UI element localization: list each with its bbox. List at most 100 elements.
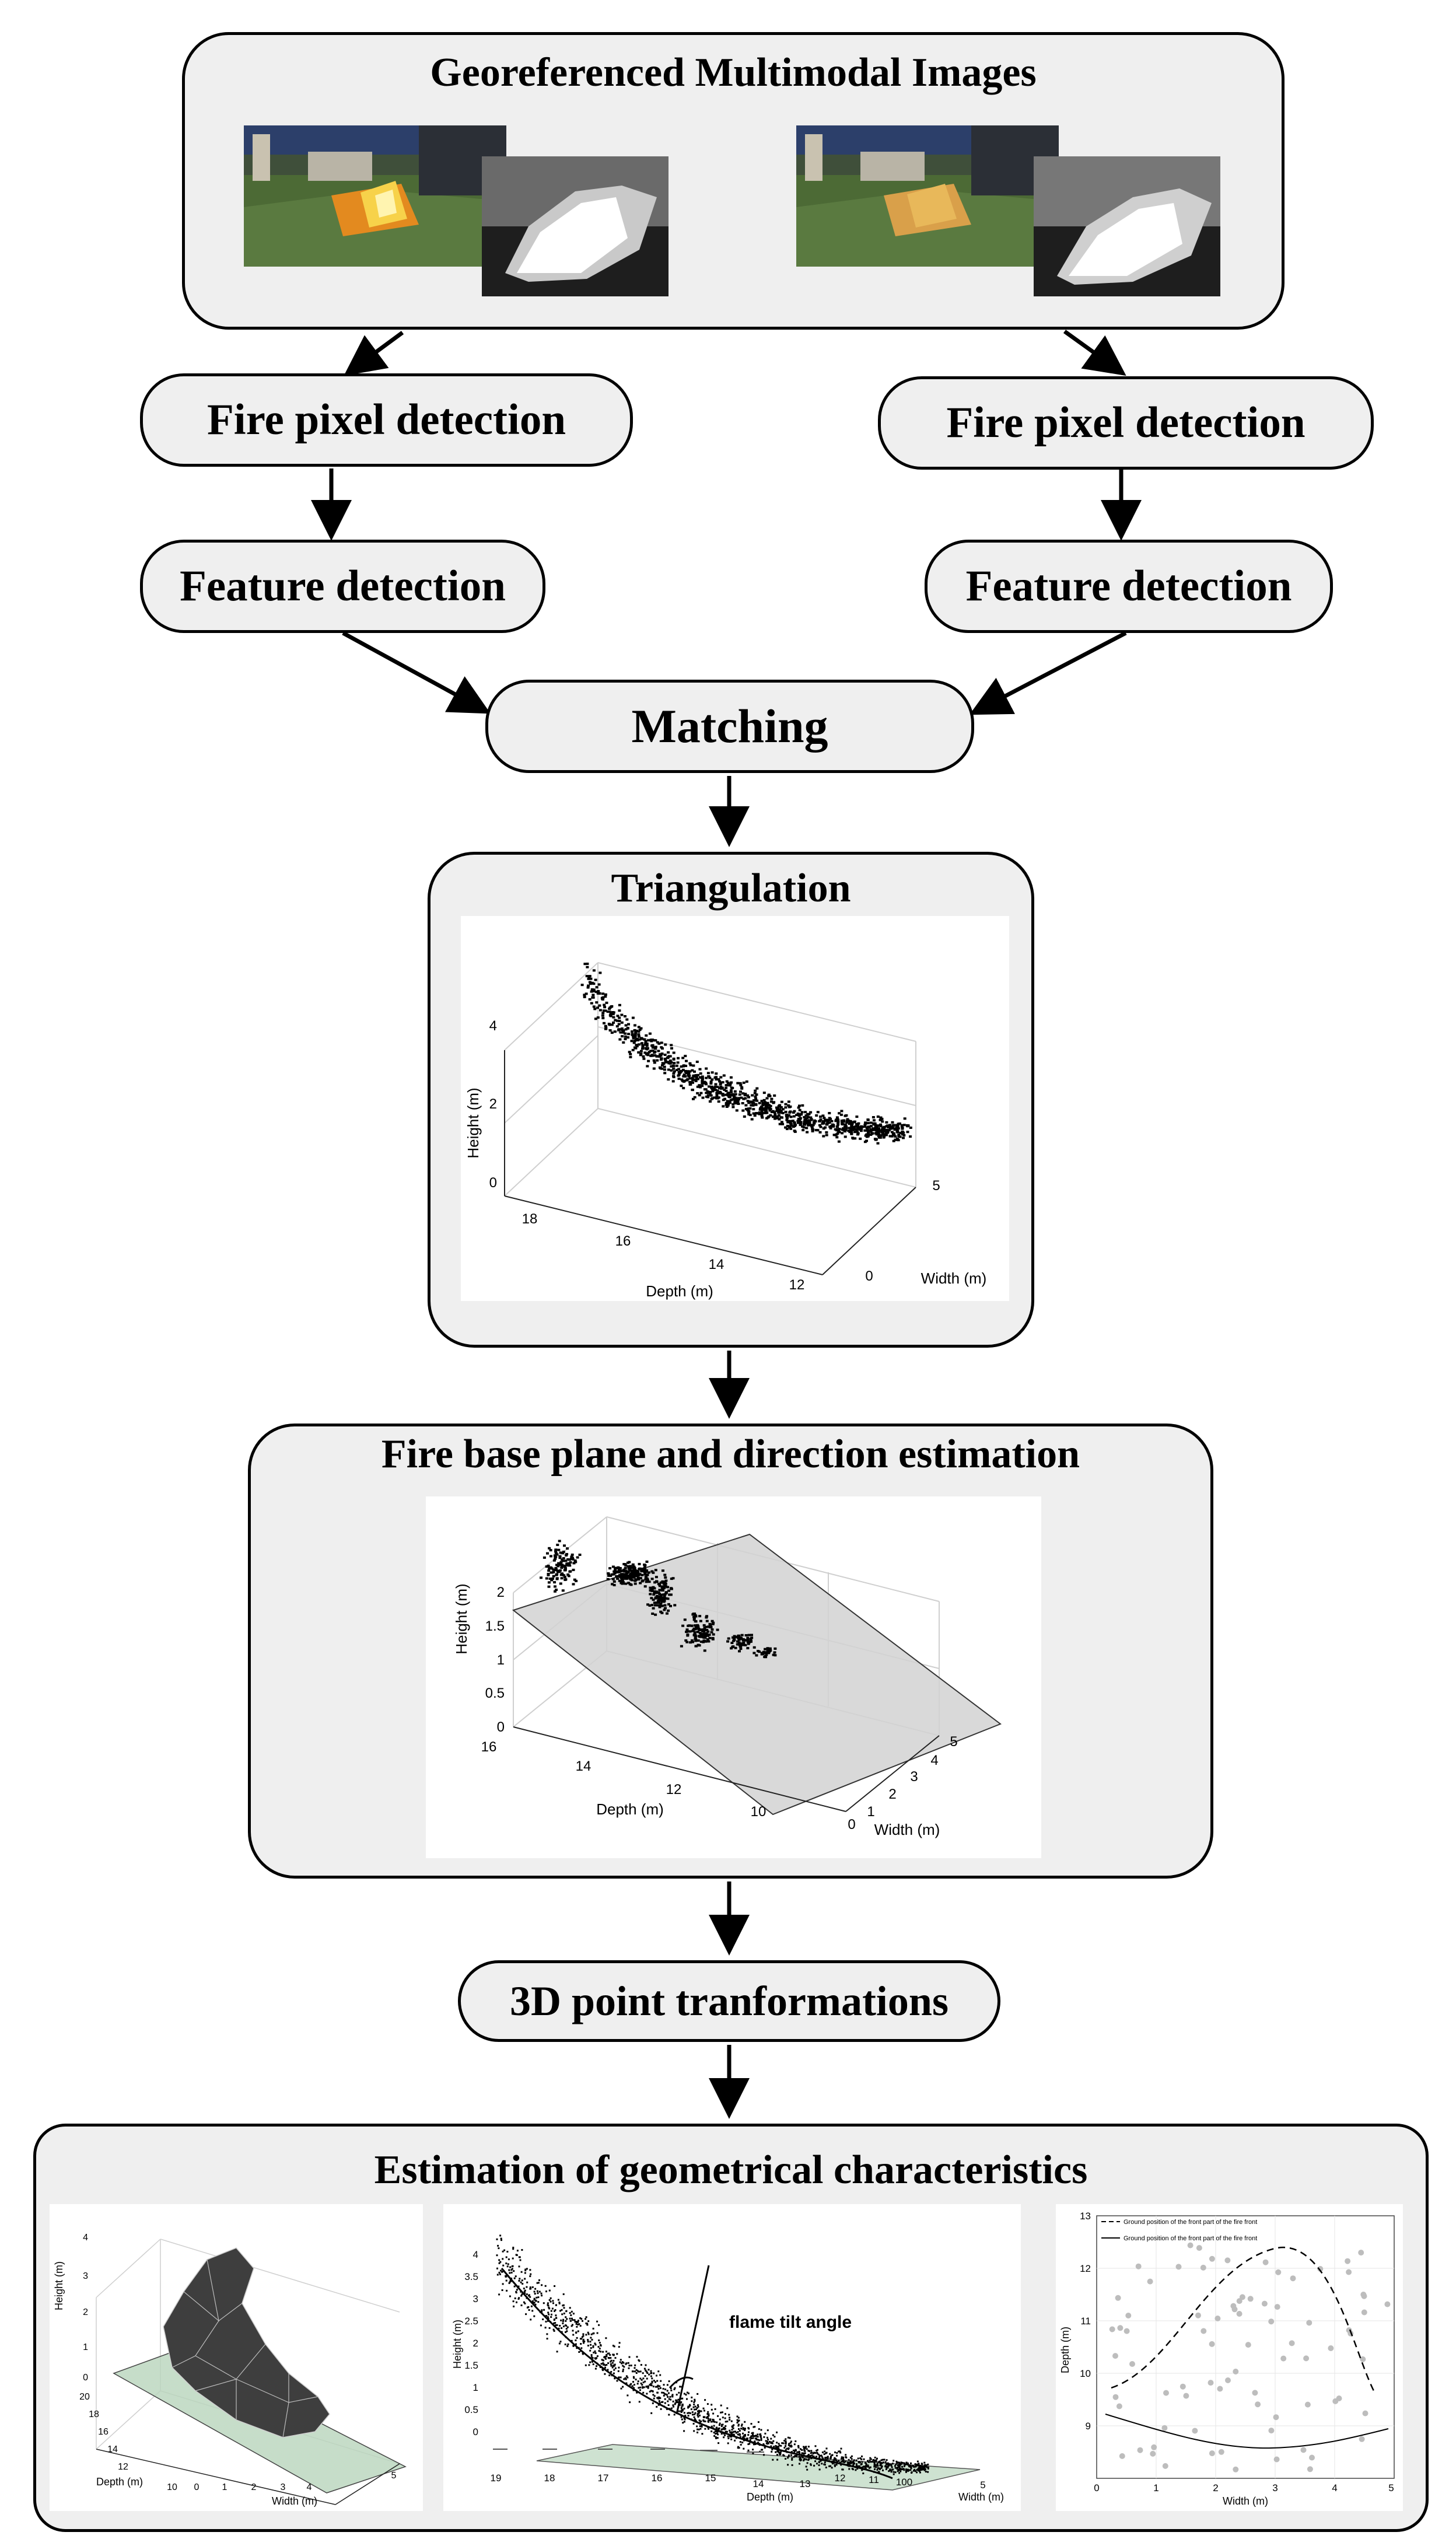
triangulation-point (747, 1113, 751, 1115)
tilt-point (698, 2428, 700, 2430)
tilt-point (749, 2437, 751, 2439)
triangulation-point (720, 1087, 723, 1090)
tilt-point (660, 2380, 662, 2382)
fire-base-point (711, 1638, 715, 1641)
triangulation-point (705, 1067, 708, 1070)
triangulation-point (902, 1134, 906, 1136)
triangulation-point (743, 1115, 746, 1118)
tilt-point (505, 2275, 507, 2277)
front-point (1309, 2454, 1315, 2461)
tilt-point (613, 2365, 615, 2367)
tilt-point (726, 2430, 728, 2433)
triangulation-point (897, 1139, 900, 1142)
tilt-point (635, 2379, 637, 2381)
fire-base-point (562, 1557, 565, 1559)
triangulation-point (645, 1043, 649, 1045)
tilt-point (613, 2345, 615, 2348)
triangulation-point (825, 1134, 828, 1136)
tilt-point (825, 2457, 828, 2458)
tilt-point (546, 2333, 548, 2335)
triangulation-point (890, 1131, 894, 1134)
tilt-point (673, 2405, 674, 2408)
tilt-point (611, 2366, 614, 2369)
tilt-point (508, 2258, 510, 2261)
triangulation-point (807, 1113, 811, 1115)
fire-base-point (712, 1621, 715, 1624)
fire-base-point (568, 1562, 571, 1565)
fire-base-point (705, 1625, 708, 1628)
tilt-point (636, 2383, 639, 2385)
triangulation-point (733, 1100, 737, 1103)
tilt-point (614, 2377, 616, 2380)
tilt-point (547, 2317, 550, 2320)
tilt-point (684, 2415, 687, 2416)
triangulation-point (728, 1101, 732, 1104)
triangulation-point (789, 1105, 792, 1108)
tilt-point (638, 2387, 640, 2389)
triangulation-point (587, 977, 590, 980)
triangulation-point (615, 1025, 619, 1028)
triangulation-point (836, 1132, 839, 1135)
tilt-point (700, 2425, 702, 2427)
fire-base-point (559, 1563, 562, 1566)
triangulation-point (684, 1075, 687, 1078)
tilt-point (680, 2408, 682, 2410)
triangulation-point (668, 1059, 672, 1062)
tilt-point (639, 2377, 642, 2380)
tilt-point (898, 2463, 901, 2465)
triangulation-point (706, 1072, 710, 1075)
tilt-point (691, 2411, 694, 2414)
triangulation-point (819, 1115, 822, 1118)
tilt-point (548, 2299, 551, 2301)
tilt-xtick: 16 (652, 2472, 663, 2484)
triangulation-point (766, 1101, 769, 1104)
tilt-point (858, 2465, 860, 2467)
triangulation-point (705, 1095, 708, 1098)
triangulation-point (583, 995, 586, 998)
triangulation-point (666, 1056, 670, 1059)
front-point (1290, 2275, 1296, 2282)
mesh-xlabel: Depth (m) (96, 2476, 143, 2488)
triangulation-point (653, 1050, 657, 1053)
tilt-point (792, 2449, 794, 2451)
tilt-point (607, 2362, 610, 2365)
triangulation-point (719, 1085, 723, 1088)
triangulation-point (727, 1092, 730, 1094)
tilt-ytick: 1 (473, 2382, 478, 2393)
triangulation-point (733, 1101, 737, 1104)
fire-base-point (555, 1578, 559, 1580)
triangulation-point (686, 1070, 690, 1073)
fire-base-point (652, 1607, 655, 1610)
fire-base-point (738, 1642, 741, 1645)
tilt-point (738, 2430, 741, 2432)
front-point (1116, 2403, 1122, 2409)
tilt-point (790, 2445, 793, 2447)
triangulation-point (659, 1067, 662, 1070)
tilt-point (674, 2387, 676, 2389)
tilt-point (921, 2468, 923, 2470)
triangulation-point (793, 1122, 796, 1125)
tilt-ytick: 3 (473, 2293, 478, 2304)
fire-base-point (703, 1636, 706, 1639)
tilt-point (617, 2370, 620, 2372)
triangulation-point (856, 1130, 859, 1133)
triangulation-point (602, 1009, 606, 1012)
tilt-point (646, 2377, 648, 2380)
tilt-point (800, 2458, 802, 2461)
tilt-point (818, 2457, 821, 2459)
tilt-point (636, 2391, 638, 2394)
tilt-point (647, 2387, 649, 2389)
tilt-point (834, 2451, 836, 2453)
fire-base-point (654, 1576, 658, 1579)
tilt-point (538, 2279, 540, 2281)
triangulation-point (606, 1010, 610, 1013)
triangulation-point (724, 1086, 728, 1089)
triangulation-point (584, 992, 588, 995)
triangulation-point (635, 1045, 639, 1048)
fire-base-point (617, 1566, 620, 1569)
fire-base-point (563, 1544, 566, 1547)
triangulation-point (637, 1030, 640, 1033)
triangulation-point (710, 1071, 714, 1074)
tilt-point (704, 2420, 706, 2422)
fire-base-point (606, 1578, 610, 1580)
